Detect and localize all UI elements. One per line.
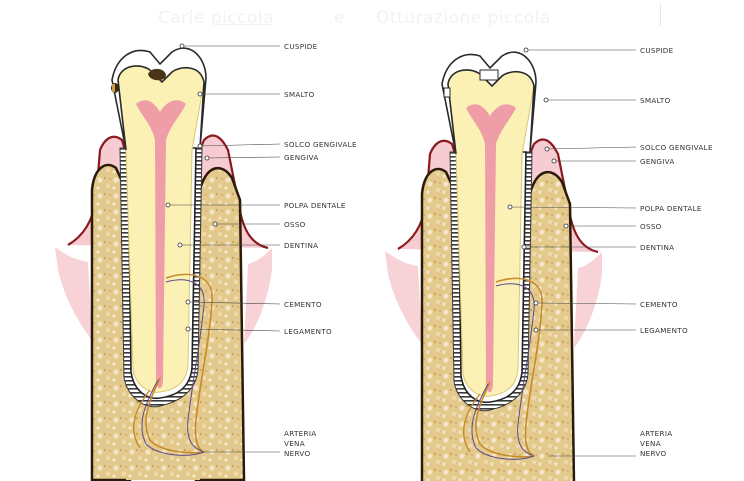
header-divider <box>660 4 661 26</box>
left-label-cemento: CEMENTO <box>284 300 322 309</box>
right-label-polpa: POLPA DENTALE <box>640 204 702 213</box>
left-caries <box>148 68 166 81</box>
left-label-nervo: NERVO <box>284 449 311 458</box>
left-label-polpa: POLPA DENTALE <box>284 201 346 210</box>
right-tooth <box>383 51 604 481</box>
left-label-gengiva: GENGIVA <box>284 153 319 162</box>
right-label-dentina: DENTINA <box>640 243 674 252</box>
right-label-smalto: SMALTO <box>640 96 671 105</box>
title-separator: e <box>334 8 345 28</box>
left-label-dentina: DENTINA <box>284 241 318 250</box>
right-label-nervo: NERVO <box>640 449 667 458</box>
left-label-smalto: SMALTO <box>284 90 315 99</box>
left-label-cuspide: CUSPIDE <box>284 42 318 51</box>
left-label-osso: OSSO <box>284 220 306 229</box>
right-filling-side <box>443 87 451 98</box>
left-diagram-title: Carie piccola <box>158 8 275 28</box>
right-label-gengiva: GENGIVA <box>640 157 675 166</box>
left-label-solco: SOLCO GENGIVALE <box>284 140 357 149</box>
left-enamel <box>111 47 207 151</box>
right-filling <box>479 69 499 81</box>
right-label-osso: OSSO <box>640 222 662 231</box>
right-label-arteria: ARTERIA <box>640 429 672 438</box>
left-label-arteria: ARTERIA <box>284 429 316 438</box>
header: Carie piccola e Otturazione piccola <box>0 4 744 30</box>
left-leader-lines <box>168 45 281 453</box>
left-tooth <box>53 47 274 481</box>
right-leader-lines <box>509 49 637 457</box>
right-label-cuspide: CUSPIDE <box>640 46 674 55</box>
right-label-cemento: CEMENTO <box>640 300 678 309</box>
left-label-legamento: LEGAMENTO <box>284 327 332 336</box>
right-label-legamento: LEGAMENTO <box>640 326 688 335</box>
right-label-vena: VENA <box>640 439 661 448</box>
right-label-solco: SOLCO GENGIVALE <box>640 143 713 152</box>
right-diagram-title: Otturazione piccola <box>376 8 551 28</box>
left-label-vena: VENA <box>284 439 305 448</box>
